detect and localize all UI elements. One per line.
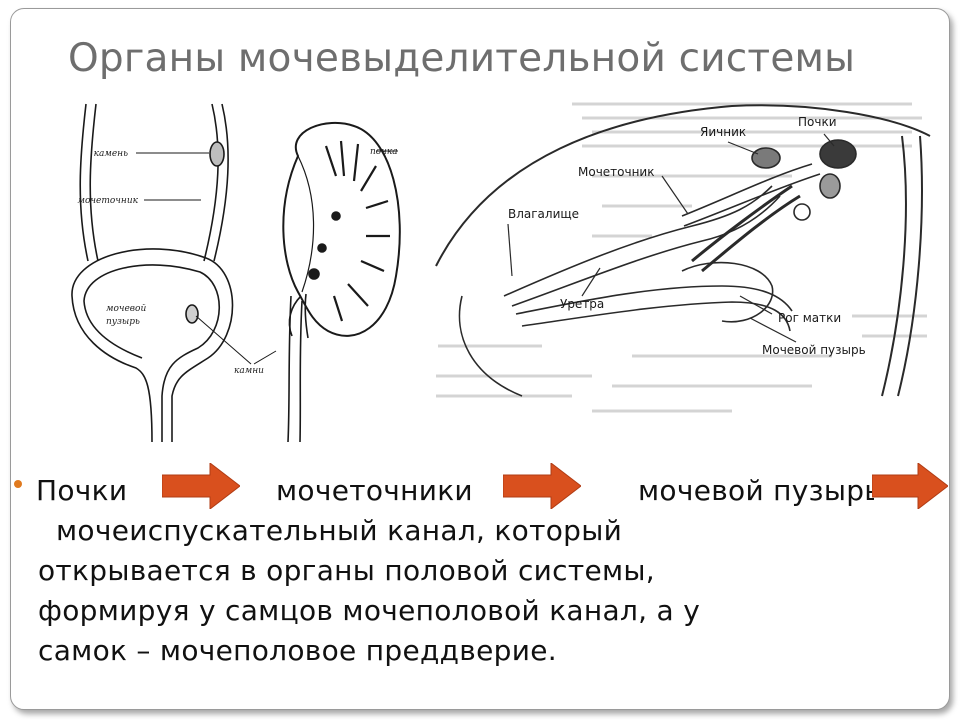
text-bladder: мочевой пузырь xyxy=(638,474,874,507)
label-ureter-right: Мочеточник xyxy=(578,165,654,179)
text-line-urethra: мочеиспускательный канал, который xyxy=(56,514,623,547)
text-line-forming: формируя у самцов мочеполовой канал, а у xyxy=(38,594,701,627)
slide-title: Органы мочевыделительной системы xyxy=(68,36,856,81)
label-uterine-horn: Рог матки xyxy=(778,311,841,325)
label-stones: камни xyxy=(234,366,264,376)
text-kidneys: Почки xyxy=(36,474,128,507)
label-bladder-line1: мочевой xyxy=(106,304,146,314)
right-arrow-icon xyxy=(162,463,240,509)
female-urogenital-illustration: Почки Яичник Мочеточник Влагалище Уретра… xyxy=(432,96,932,442)
label-ovary: Яичник xyxy=(700,125,746,139)
text-ureters: мочеточники xyxy=(276,474,473,507)
text-line-opens: открывается в органы половой системы, xyxy=(38,554,656,587)
urinary-organs-drawing: камень мочеточник мочевой пузырь камни п… xyxy=(71,103,401,442)
label-stone: камень xyxy=(94,149,128,159)
label-kidney: почка xyxy=(370,147,398,157)
female-urogenital-drawing: Почки Яичник Мочеточник Влагалище Уретра… xyxy=(435,102,931,413)
label-bladder-line2: пузырь xyxy=(106,317,140,327)
urinary-organs-illustration: камень мочеточник мочевой пузырь камни п… xyxy=(36,96,416,442)
label-vagina: Влагалище xyxy=(508,207,579,221)
label-urethra: Уретра xyxy=(560,297,604,311)
right-arrow-icon xyxy=(503,463,581,509)
label-kidneys: Почки xyxy=(798,115,837,129)
text-line-females: самок – мочеполовое преддверие. xyxy=(38,634,557,667)
right-arrow-icon xyxy=(872,463,948,509)
label-bladder-right: Мочевой пузырь xyxy=(762,343,866,357)
label-ureter: мочеточник xyxy=(78,196,139,206)
bullet-point xyxy=(14,480,22,488)
